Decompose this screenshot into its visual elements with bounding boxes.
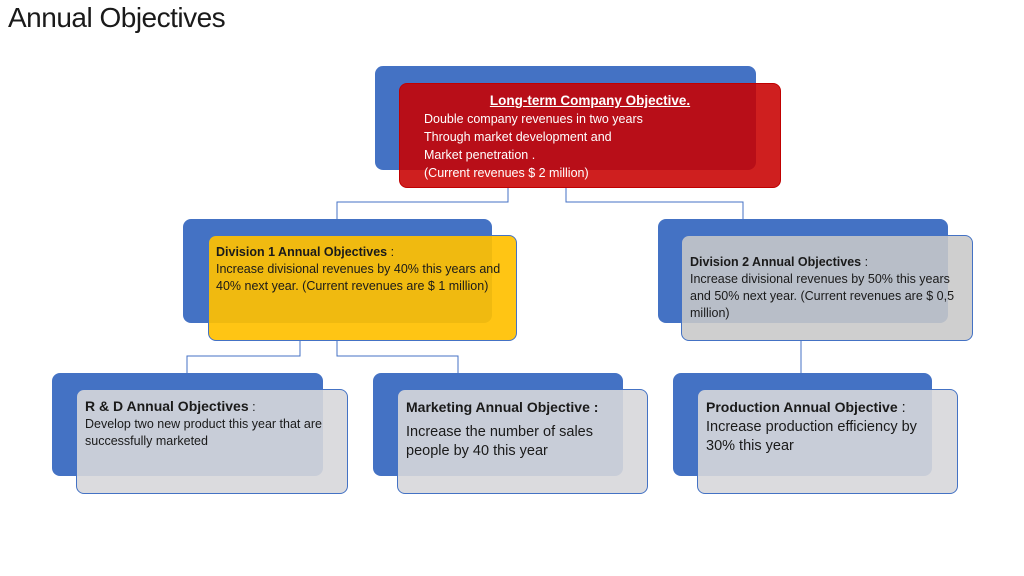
division2-heading-row: Division 2 Annual Objectives :	[690, 254, 966, 271]
long-term-objective-heading: Long-term Company Objective.	[489, 93, 691, 108]
connector-division1-to-marketing	[336, 341, 459, 373]
division1-heading: Division 1 Annual Objectives	[216, 245, 388, 259]
long-term-objective-line: Market penetration .	[424, 148, 536, 162]
long-term-objective-line: Double company revenues in two years	[424, 112, 643, 126]
division1-heading-row: Division 1 Annual Objectives :	[216, 244, 508, 261]
division1-body: Increase divisional revenues by 40% this…	[216, 262, 501, 293]
production-body: Increase production efficiency by 30% th…	[706, 419, 917, 454]
marketing-body: Increase the number of sales people by 4…	[406, 424, 593, 459]
division2-body: Increase divisional revenues by 50% this…	[690, 272, 955, 320]
long-term-objective-line: Through market development and	[424, 130, 612, 144]
production-colon: :	[897, 400, 906, 416]
long-term-objective-line: (Current revenues $ 2 million)	[424, 166, 589, 180]
connector-top-to-division1	[336, 188, 509, 219]
long-term-objective-card: Long-term Company Objective. Double comp…	[399, 83, 781, 188]
marketing-card: Marketing Annual Objective : Increase th…	[397, 389, 648, 494]
connector-top-to-division2	[565, 188, 744, 219]
division1-card: Division 1 Annual Objectives : Increase …	[208, 235, 517, 341]
production-heading: Production Annual Objective	[706, 399, 898, 415]
rd-body: Develop two new product this year that a…	[85, 417, 322, 448]
rd-heading-row: R & D Annual Objectives :	[85, 398, 339, 416]
division2-colon: :	[861, 255, 869, 269]
division2-heading: Division 2 Annual Objectives	[690, 255, 862, 269]
rd-card: R & D Annual Objectives : Develop two ne…	[76, 389, 348, 494]
marketing-heading: Marketing Annual Objective :	[406, 399, 599, 415]
division1-colon: :	[387, 245, 395, 259]
division2-card: Division 2 Annual Objectives : Increase …	[681, 235, 973, 341]
slide-title: Annual Objectives	[8, 2, 226, 33]
production-card: Production Annual Objective : Increase p…	[697, 389, 958, 494]
production-heading-row: Production Annual Objective :	[706, 398, 949, 418]
connector-division1-to-rd	[186, 341, 301, 373]
rd-heading: R & D Annual Objectives	[85, 398, 249, 414]
rd-colon: :	[248, 400, 256, 414]
